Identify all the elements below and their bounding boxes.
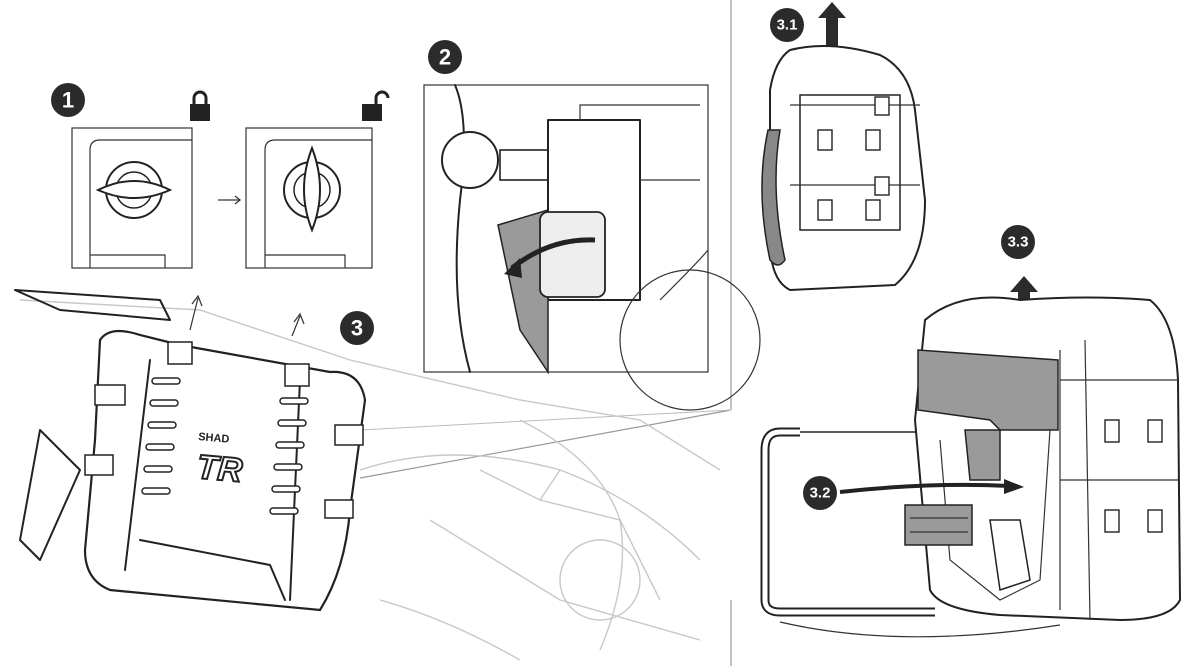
logo-model: TR [195, 448, 244, 490]
lock-closed-icon [190, 90, 210, 121]
lift-arrows [189, 294, 305, 337]
step-3-label: 3 [351, 316, 363, 341]
saddlebag-rear-view [904, 296, 1182, 622]
latch-detail-panel [423, 84, 761, 411]
step-3-badge: 3 [340, 311, 374, 345]
step-1-label: 1 [62, 88, 74, 113]
motorcycle-background [14, 289, 721, 661]
saddlebag-side-view [761, 45, 927, 292]
step-1-badge: 1 [51, 83, 85, 117]
rack-hook-highlight [904, 504, 973, 546]
step-3-2-label: 3.2 [810, 485, 831, 502]
mounting-rack-frame [760, 427, 1061, 638]
step-3-3-label: 3.3 [1008, 234, 1029, 251]
lock-open-icon [362, 90, 390, 121]
lock-unlocked-panel [245, 127, 373, 269]
step-3-1-badge: 3.1 [770, 8, 804, 42]
logo-brand: SHAD [198, 431, 230, 446]
step-3-1-label: 3.1 [777, 17, 798, 34]
step-3-3-badge: 3.3 [1001, 225, 1035, 259]
step-2-badge: 2 [428, 40, 462, 74]
up-arrow-icon [818, 2, 846, 48]
insert-arrow-icon [839, 482, 1011, 494]
lock-locked-panel [71, 127, 193, 269]
arrow-right-icon [234, 195, 242, 205]
divider-lines [359, 0, 732, 666]
step-3-2-badge: 3.2 [803, 476, 837, 510]
step-2-label: 2 [439, 45, 451, 70]
left-saddlebag: SHAD TR [83, 329, 367, 612]
